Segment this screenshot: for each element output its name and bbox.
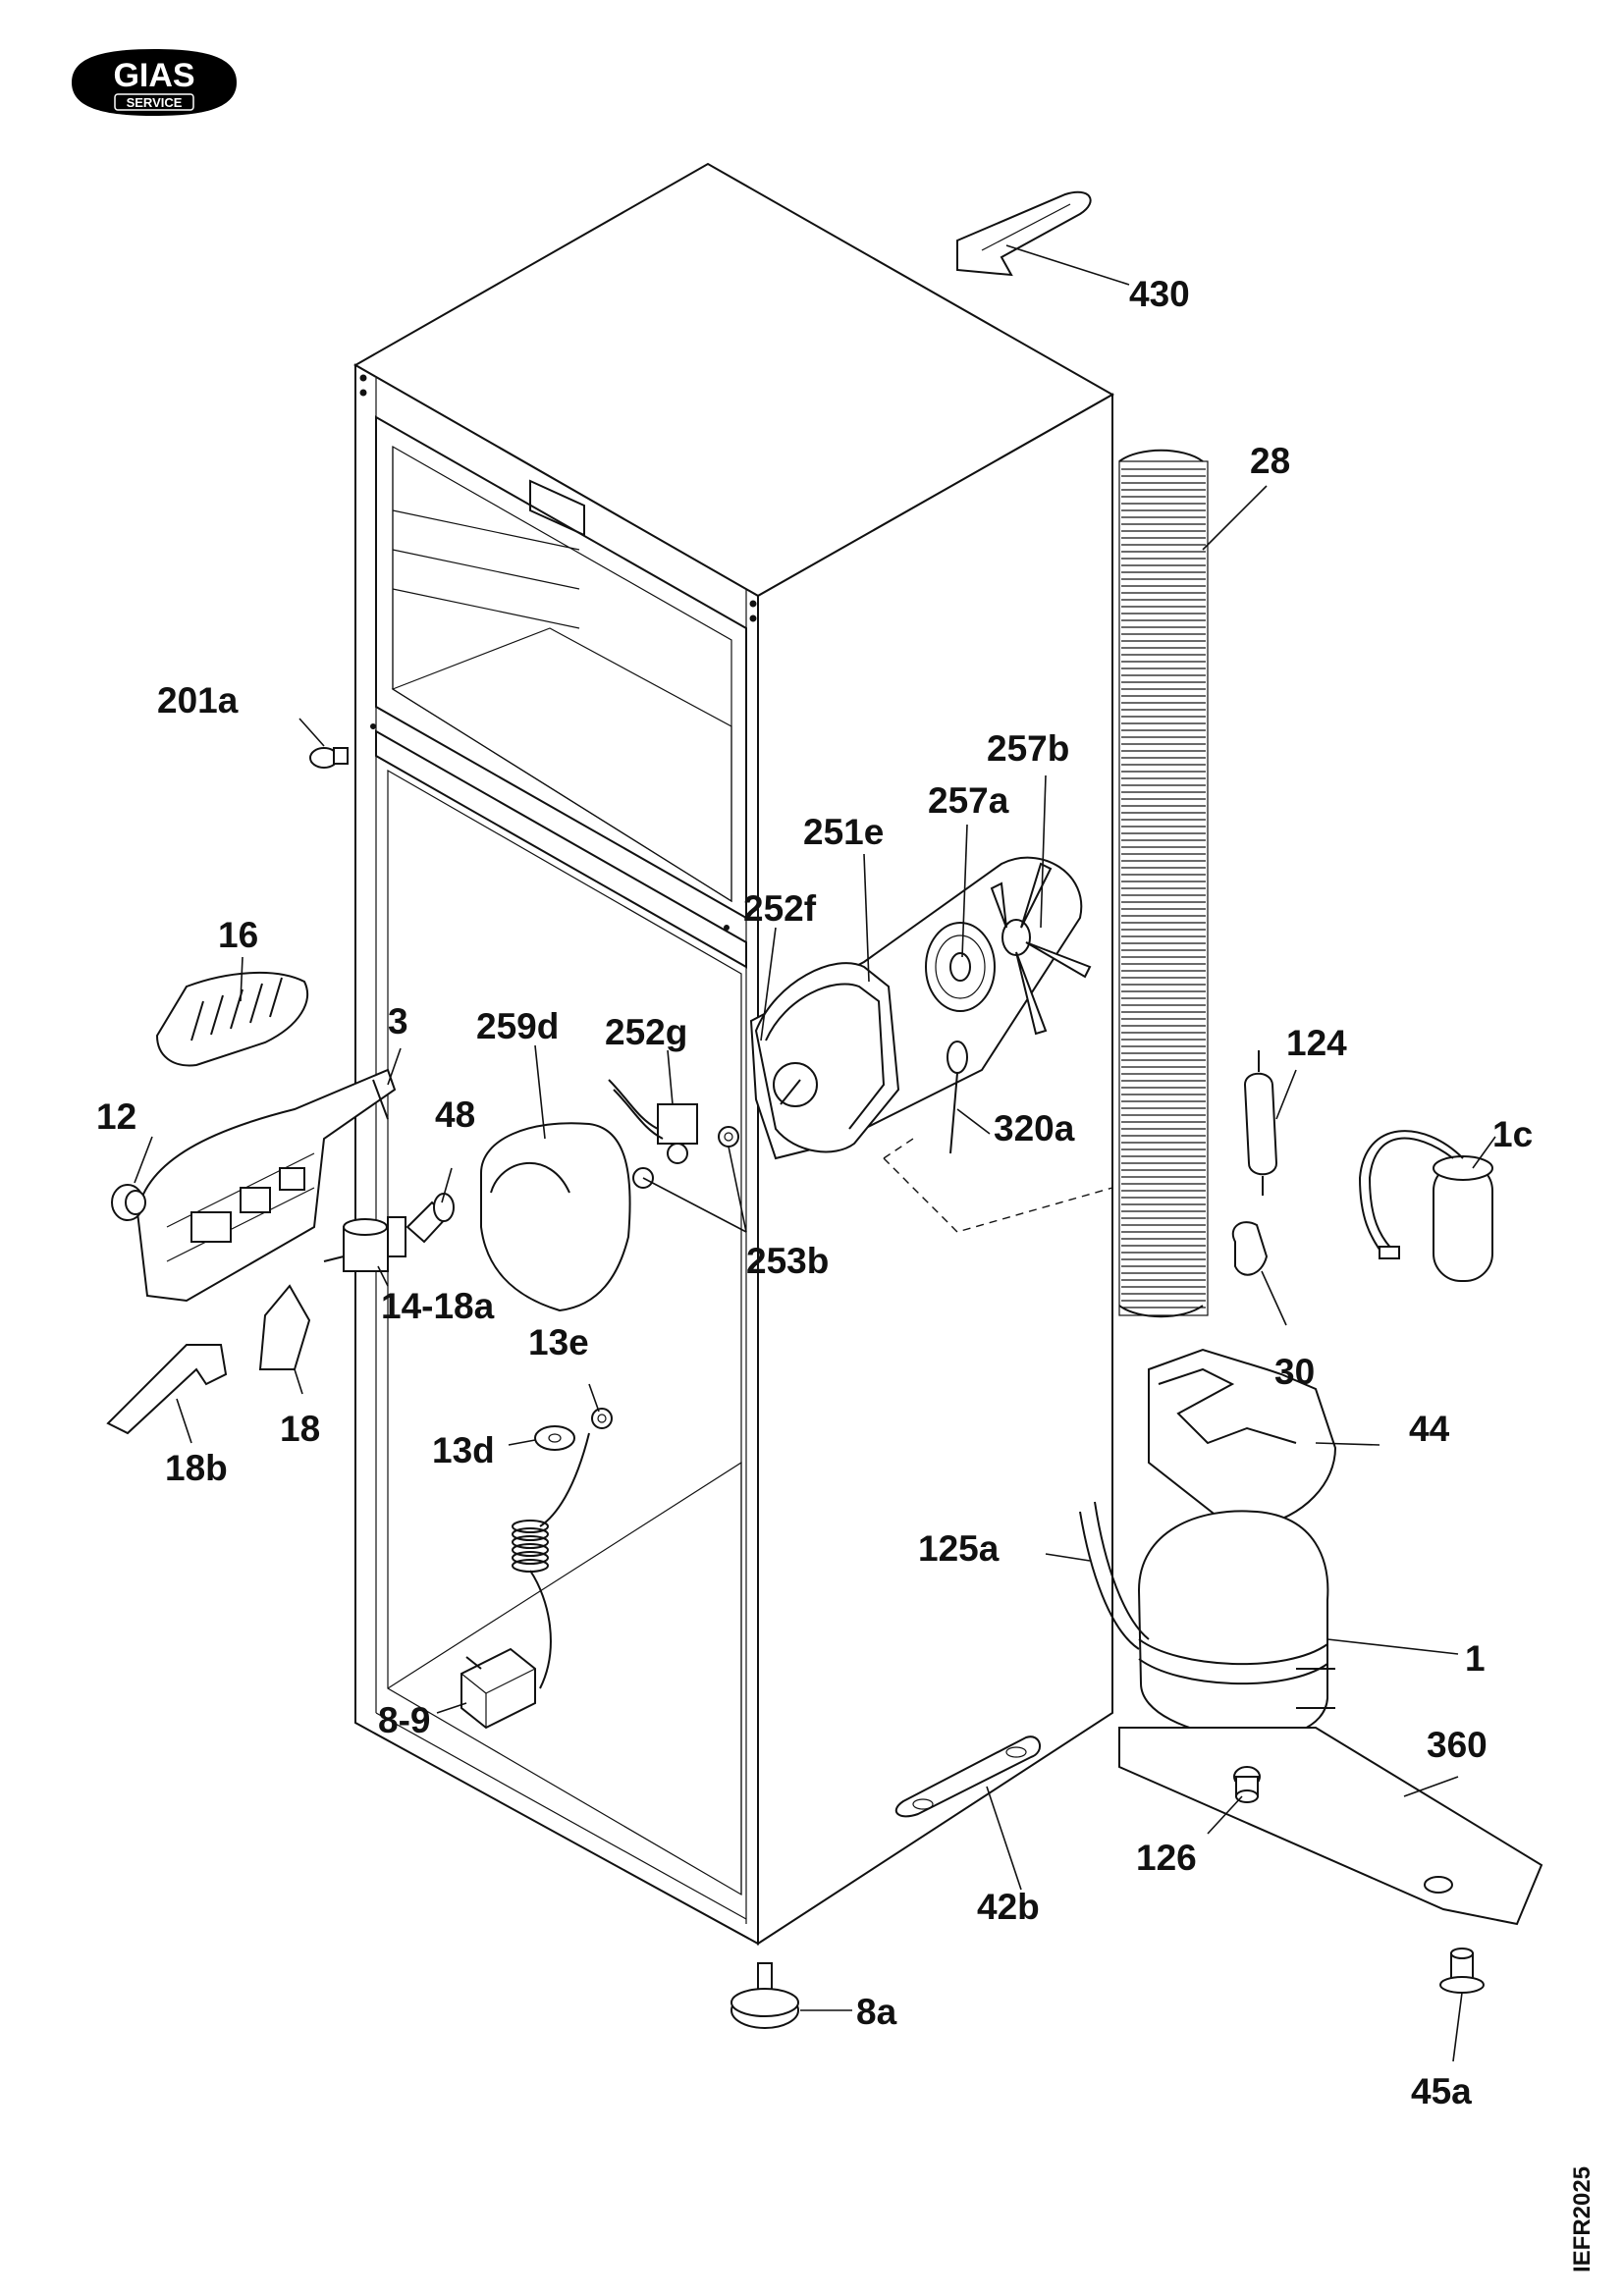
part-252g-fan-motor (608, 1079, 698, 1164)
callout-48: 48 (435, 1095, 475, 1135)
part-201a-hinge-pin (309, 747, 349, 769)
callout-252g: 252g (605, 1012, 687, 1052)
logo-subtitle-text: SERVICE (127, 95, 183, 110)
callout-45a: 45a (1411, 2071, 1472, 2111)
gias-service-logo: GIAS SERVICE (72, 49, 237, 116)
callout-1c: 1c (1492, 1114, 1533, 1154)
part-12-knob (111, 1184, 146, 1221)
logo-brand-text: GIAS (113, 57, 194, 94)
callout-18: 18 (280, 1409, 320, 1449)
part-13d-washer (534, 1425, 575, 1451)
leader-lines (134, 244, 1496, 2062)
callout-126: 126 (1136, 1838, 1197, 1878)
callout-13d: 13d (432, 1430, 495, 1470)
part-30-clip (1231, 1221, 1269, 1276)
callout-257b: 257b (987, 728, 1069, 769)
part-18-bracket (258, 1284, 311, 1370)
part-126-grommet (1233, 1766, 1261, 1803)
part-8-9-relay (460, 1647, 536, 1730)
callout-201a: 201a (157, 680, 239, 721)
callout-12: 12 (96, 1096, 136, 1137)
condenser-grid (1118, 449, 1209, 1318)
callout-30: 30 (1274, 1352, 1315, 1392)
callout-430: 430 (1129, 274, 1190, 314)
part-14-18a-thermostat (323, 1216, 406, 1272)
part-259d-fan-cover (480, 1122, 631, 1312)
part-320a-drain-key (947, 1041, 968, 1154)
callout-124: 124 (1286, 1023, 1347, 1063)
part-1-compressor (1079, 1501, 1335, 1739)
callout-labels: 430 28 201a 257b 257a 251e 252f 16 3 259… (96, 274, 1533, 2111)
callout-251e: 251e (803, 812, 884, 852)
part-45a-foot-pin (1439, 1948, 1485, 1994)
callout-360: 360 (1427, 1725, 1488, 1765)
callout-125a: 125a (918, 1528, 1000, 1569)
callout-42b: 42b (977, 1887, 1040, 1927)
part-13e-nut (591, 1408, 613, 1429)
part-124-filter-drier (1243, 1050, 1278, 1196)
part-360-base-plate (1118, 1727, 1543, 1926)
part-8a-adjustable-foot (730, 1962, 799, 2029)
part-430-door-handle (956, 190, 1092, 277)
part-257b-fan-blade (990, 862, 1092, 1036)
part-42b-bracket (894, 1735, 1041, 1818)
callout-3: 3 (388, 1001, 408, 1041)
part-257a-gear-wheel (925, 922, 996, 1012)
callout-16: 16 (218, 915, 258, 955)
callout-13e: 13e (528, 1322, 589, 1362)
part-16-lamp-cover (155, 971, 309, 1067)
callout-14-18a: 14-18a (381, 1286, 495, 1326)
callout-1: 1 (1465, 1638, 1486, 1679)
callout-18b: 18b (165, 1448, 228, 1488)
part-1c-capacitor (1358, 1130, 1493, 1282)
part-3-thermostat-housing (135, 1068, 397, 1303)
part-capillary-coil (512, 1432, 590, 1689)
callout-252f: 252f (743, 888, 817, 929)
part-18b-rod (106, 1344, 228, 1435)
callout-8-9: 8-9 (378, 1700, 430, 1740)
callout-44: 44 (1409, 1409, 1450, 1449)
callout-28: 28 (1250, 441, 1290, 481)
callout-257a: 257a (928, 780, 1009, 821)
callout-8a: 8a (856, 1992, 897, 2032)
callout-259d: 259d (476, 1006, 559, 1046)
callout-253b: 253b (746, 1241, 829, 1281)
callout-320a: 320a (994, 1108, 1075, 1148)
part-48-lamp (406, 1193, 455, 1244)
part-251e-evaporator-cover (749, 856, 1083, 1160)
